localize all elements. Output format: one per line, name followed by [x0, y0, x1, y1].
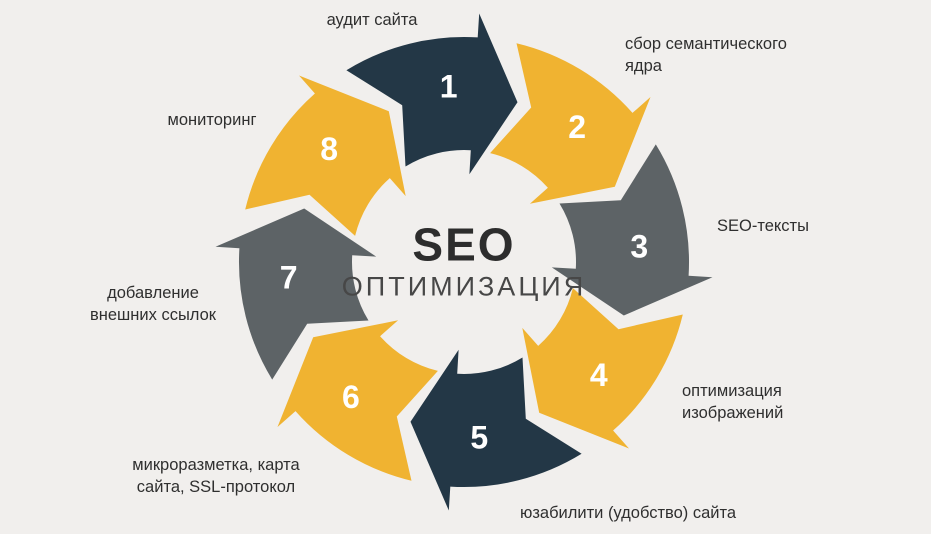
- cycle-arrow-3: [551, 144, 713, 316]
- step-number-4: 4: [590, 357, 608, 393]
- step-number-8: 8: [320, 131, 338, 167]
- step-label-8: мониторинг: [167, 111, 257, 129]
- step-number-3: 3: [630, 229, 648, 265]
- step-number-2: 2: [568, 109, 586, 145]
- cycle-arrow-4: [522, 288, 683, 449]
- center-title-seo: SEO: [412, 218, 516, 271]
- step-label-1: аудит сайта: [326, 11, 418, 29]
- cycle-arrow-5: [410, 349, 582, 511]
- step-label-6: микроразметка, карта сайта, SSL-протокол: [132, 456, 300, 497]
- cycle-arrow-2: [490, 43, 651, 204]
- step-label-4: оптимизация изображений: [682, 382, 784, 423]
- cycle-arrow-6: [277, 320, 438, 481]
- step-label-2: сбор семантического ядра: [625, 35, 787, 76]
- step-number-6: 6: [342, 379, 360, 415]
- center-title-optimization: ОПТИМИЗАЦИЯ: [341, 271, 587, 302]
- step-label-7: добавление внешних ссылок: [89, 284, 217, 325]
- center-title: SEO ОПТИМИЗАЦИЯ: [341, 218, 587, 304]
- step-label-5: юзабилити (удобство) сайта: [519, 504, 737, 522]
- cycle-arrow-8: [245, 75, 406, 236]
- step-number-7: 7: [280, 259, 298, 295]
- step-label-3: SEO-тексты: [717, 217, 809, 235]
- step-number-5: 5: [470, 419, 488, 455]
- cycle-arrow-1: [346, 13, 518, 175]
- step-number-1: 1: [440, 69, 458, 105]
- cycle-arrow-7: [215, 208, 377, 380]
